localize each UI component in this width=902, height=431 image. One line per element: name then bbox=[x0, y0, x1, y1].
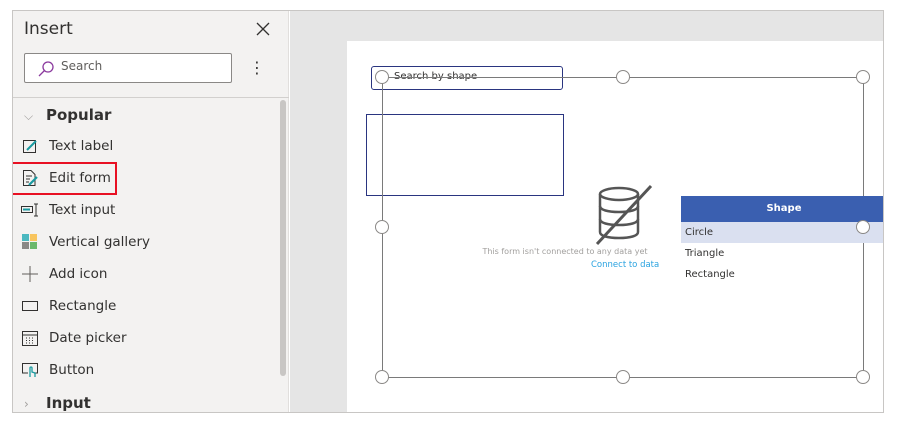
app-screen[interactable]: Search by shape This form isn't connecte… bbox=[347, 41, 883, 412]
item-rectangle[interactable]: Rectangle bbox=[21, 291, 271, 321]
group-popular[interactable]: ⌵ Popular bbox=[24, 106, 111, 124]
close-icon[interactable] bbox=[255, 21, 271, 37]
text-label-icon bbox=[21, 137, 39, 155]
divider bbox=[13, 97, 289, 98]
item-label: Rectangle bbox=[49, 298, 117, 314]
table-row[interactable]: Triangle bbox=[685, 248, 725, 259]
item-label: Text input bbox=[49, 202, 116, 218]
text-input-icon bbox=[21, 201, 39, 219]
item-text-label[interactable]: Text label bbox=[21, 131, 271, 161]
table-row[interactable]: Circle bbox=[681, 222, 883, 243]
rectangle-icon bbox=[21, 297, 39, 315]
group-label: Input bbox=[46, 394, 91, 412]
resize-handle[interactable] bbox=[375, 220, 389, 234]
item-label: Date picker bbox=[49, 330, 127, 346]
search-box-text: Search by shape bbox=[394, 71, 478, 82]
item-label: Text label bbox=[49, 138, 114, 154]
resize-handle[interactable] bbox=[616, 70, 630, 84]
connect-to-data-link[interactable]: Connect to data bbox=[591, 260, 660, 270]
scrollbar[interactable] bbox=[280, 100, 286, 376]
resize-handle[interactable] bbox=[856, 220, 870, 234]
item-label: Add icon bbox=[49, 266, 108, 282]
search-input[interactable] bbox=[61, 59, 221, 73]
item-vertical-gallery[interactable]: Vertical gallery bbox=[21, 227, 271, 257]
rectangle-shape[interactable] bbox=[366, 114, 564, 196]
gallery-icon bbox=[21, 233, 39, 251]
button-icon bbox=[21, 361, 39, 379]
resize-handle[interactable] bbox=[616, 370, 630, 384]
item-label: Vertical gallery bbox=[49, 234, 151, 250]
chevron-right-icon: › bbox=[24, 397, 29, 411]
item-label: Button bbox=[49, 362, 95, 378]
panel-title: Insert bbox=[24, 19, 73, 39]
item-date-picker[interactable]: Date picker bbox=[21, 323, 271, 353]
search-by-shape-input[interactable]: Search by shape bbox=[371, 66, 563, 90]
search-box[interactable] bbox=[24, 53, 232, 83]
resize-handle[interactable] bbox=[375, 70, 389, 84]
item-edit-form[interactable]: Edit form bbox=[21, 163, 271, 193]
more-options-icon[interactable]: ⋮ bbox=[249, 58, 265, 77]
edit-form-icon bbox=[21, 169, 39, 187]
calendar-icon bbox=[21, 329, 39, 347]
group-label: Popular bbox=[46, 106, 112, 124]
group-input[interactable]: › Input bbox=[24, 394, 91, 412]
item-text-input[interactable]: Text input bbox=[21, 195, 271, 225]
item-add-icon[interactable]: Add icon bbox=[21, 259, 271, 289]
resize-handle[interactable] bbox=[375, 370, 389, 384]
app-frame: Insert ⋮ ⌵ Popular Text label Edit form T… bbox=[12, 10, 884, 413]
insert-panel: Insert ⋮ ⌵ Popular Text label Edit form T… bbox=[13, 11, 289, 412]
highlight-box bbox=[13, 162, 117, 195]
search-icon bbox=[38, 61, 54, 77]
table-row[interactable]: Rectangle bbox=[685, 269, 735, 280]
design-canvas[interactable]: Search by shape This form isn't connecte… bbox=[290, 11, 883, 412]
resize-handle[interactable] bbox=[856, 70, 870, 84]
plus-icon bbox=[21, 265, 39, 283]
form-not-connected-message: This form isn't connected to any data ye… bbox=[482, 247, 648, 256]
item-label: Edit form bbox=[49, 170, 111, 186]
database-disconnected-icon bbox=[595, 184, 653, 246]
resize-handle[interactable] bbox=[856, 370, 870, 384]
chevron-down-icon: ⌵ bbox=[24, 109, 34, 123]
item-button[interactable]: Button bbox=[21, 355, 271, 385]
table-header: Shape bbox=[681, 196, 883, 222]
